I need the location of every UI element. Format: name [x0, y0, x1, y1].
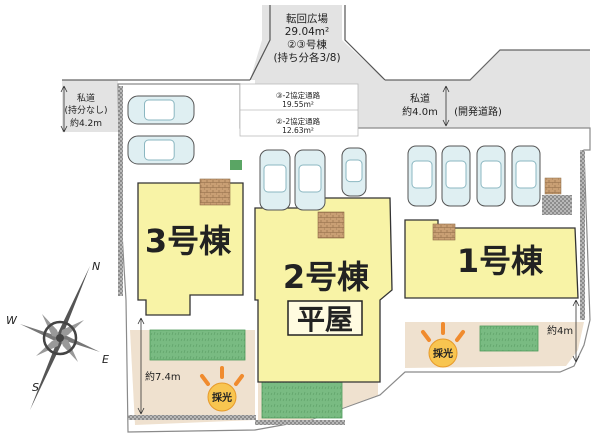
- house-3-footprint: [137, 178, 244, 316]
- dimension-bottom-left-text: 約7.4m: [145, 370, 181, 383]
- lighting-right-text: 採光: [433, 347, 453, 360]
- sun-rays-icon: [200, 366, 244, 386]
- parked-cars: [127, 95, 541, 211]
- lighting-right: 採光: [421, 322, 465, 368]
- private-road-left-dim-arrow: [60, 85, 68, 133]
- dimension-right-arrow: [572, 299, 580, 363]
- lighting-left-text: 採光: [212, 391, 232, 404]
- setback-2-area: 12.63m²: [282, 126, 314, 135]
- private-road-left-label: 私道 (持分なし) 約4.2m: [60, 85, 108, 133]
- house-2-sub-frame: [287, 300, 363, 336]
- house-1-footprint: [404, 219, 579, 299]
- lighting-left: 採光: [200, 366, 244, 412]
- house-2-footprint: [254, 197, 393, 383]
- compass-rose: N E S W: [6, 260, 109, 410]
- setback-3-area: 19.55m²: [282, 100, 314, 109]
- private-road-left-surface: [62, 80, 118, 132]
- car-icon: [407, 145, 437, 207]
- turnaround-surface: [250, 5, 385, 80]
- house-1-label: 1号棟: [457, 242, 544, 280]
- car-icon: [476, 145, 506, 207]
- private-road-right-label: 私道 約4.0m (開発道路): [402, 85, 502, 127]
- compass-w: W: [6, 314, 18, 327]
- turnaround-area: 29.04m²: [285, 26, 330, 38]
- dimension-right: 約4m: [547, 299, 580, 363]
- car-icon: [341, 147, 367, 197]
- turnaround-label: 転回広場 29.04m² ②③号棟 (持ち分各3/8): [273, 12, 340, 64]
- private-road-left-title: 私道: [77, 92, 95, 104]
- private-road-left-share: (持分なし): [64, 104, 107, 116]
- dimension-right-text: 約4m: [547, 324, 573, 337]
- house-1-entrance: [432, 223, 456, 241]
- house-2-sub-label: 平屋: [297, 303, 353, 336]
- house-2-label: 2号棟: [283, 258, 370, 296]
- lawns: [149, 325, 539, 419]
- dimension-bottom-left-arrow: [137, 317, 145, 415]
- compass-s: S: [32, 381, 39, 394]
- turnaround-outline: [62, 5, 590, 81]
- turnaround-share: (持ち分各3/8): [273, 51, 340, 64]
- house-3-label: 3号棟: [145, 222, 232, 260]
- private-road-right-width: 約4.0m: [402, 105, 438, 118]
- car-icon: [441, 145, 471, 207]
- private-road-right-title: 私道: [410, 92, 430, 105]
- sun-icon: [428, 338, 458, 368]
- car-icon: [294, 149, 326, 211]
- compass-n: N: [92, 260, 100, 273]
- car-icon: [127, 135, 195, 165]
- sun-rays-icon: [421, 322, 465, 342]
- car-icon: [511, 145, 541, 207]
- turnaround-title: 転回広場: [286, 12, 328, 25]
- house-2-entrance: [317, 211, 345, 239]
- private-road-left-width: 約4.2m: [70, 117, 102, 129]
- setback-2-name: ②-2協定通路: [276, 116, 321, 126]
- setback-3-name: ③-2協定通路: [276, 90, 321, 100]
- car-icon: [127, 95, 195, 125]
- compass-e: E: [102, 353, 109, 366]
- dimension-bottom-left: 約7.4m: [137, 317, 181, 415]
- turnaround-houses: ②③号棟: [287, 38, 327, 51]
- sun-icon: [207, 382, 237, 412]
- private-road-right-dim-arrow: [442, 85, 450, 127]
- car-icon: [259, 149, 291, 211]
- perimeter-walls: [118, 86, 585, 425]
- private-road-right-type: (開発道路): [454, 105, 502, 118]
- house-3-entrance: [199, 178, 231, 206]
- meter-box: [230, 160, 242, 170]
